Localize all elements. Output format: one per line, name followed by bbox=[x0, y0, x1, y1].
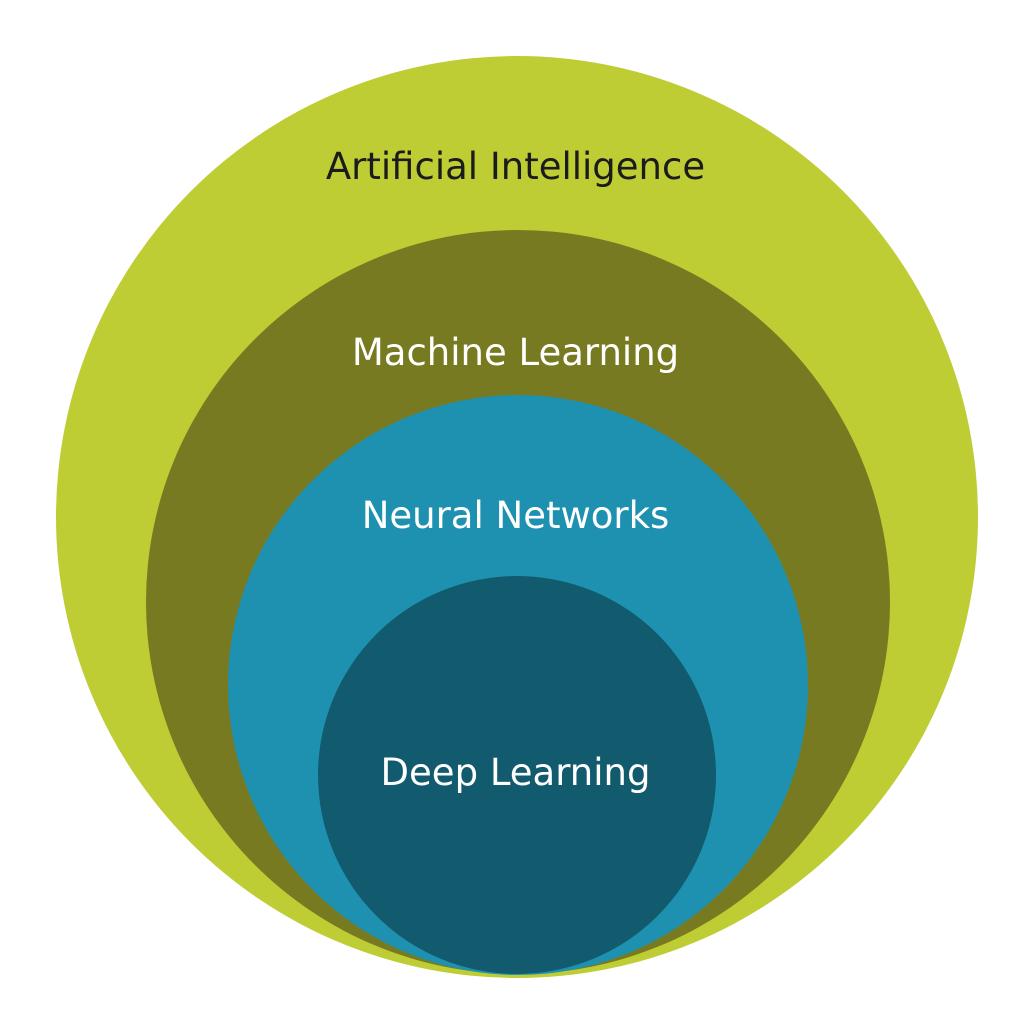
artificial-intelligence-label: Artificial Intelligence bbox=[325, 145, 706, 188]
deep-learning-label: Deep Learning bbox=[380, 751, 651, 794]
neural-networks-label: Neural Networks bbox=[361, 494, 670, 537]
machine-learning-label: Machine Learning bbox=[351, 331, 680, 374]
deep-learning-circle bbox=[318, 576, 716, 974]
